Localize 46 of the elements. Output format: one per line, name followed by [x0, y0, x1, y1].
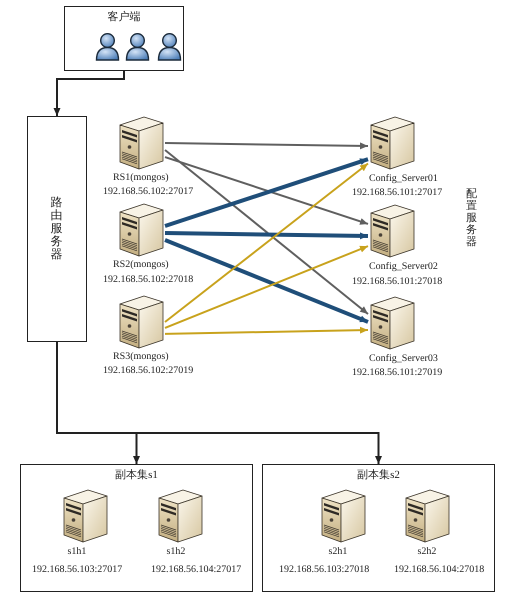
server-icon — [368, 296, 416, 350]
vertical-label: 路由服务器 — [50, 196, 63, 262]
server-name-label: Config_Server03 — [369, 353, 438, 365]
server-icon — [61, 489, 109, 543]
arrow — [164, 326, 368, 335]
ip-address-label: 192.168.56.103:27018 — [279, 564, 370, 576]
arrow — [54, 71, 125, 116]
vertical-label: 配置服务器 — [466, 188, 477, 248]
server-icon — [319, 489, 367, 543]
arrow — [164, 231, 368, 240]
server-name-label: Config_Server01 — [369, 173, 438, 185]
server-icon — [117, 203, 165, 257]
person-icon — [95, 32, 120, 61]
ip-address-label: 192.168.56.101:27017 — [352, 187, 442, 199]
arrow — [164, 142, 368, 150]
server-name-label: s1h1 — [68, 546, 86, 558]
server-icon — [403, 489, 451, 543]
server-icon — [117, 295, 165, 349]
server-name-label: Config_Server02 — [369, 261, 438, 273]
person-icon — [157, 32, 182, 61]
ip-address-label: 192.168.56.102:27019 — [103, 365, 194, 377]
group-box — [262, 464, 495, 592]
box-title: 副本集s1 — [114, 469, 159, 482]
server-name-label: RS2(mongos) — [113, 259, 169, 271]
box-title: 副本集s2 — [356, 469, 401, 482]
server-icon — [368, 116, 416, 170]
ip-address-label: 192.168.56.104:27018 — [394, 564, 484, 576]
server-icon — [368, 204, 416, 258]
server-name-label: RS3(mongos) — [113, 351, 169, 363]
ip-address-label: 192.168.56.102:27017 — [103, 186, 194, 198]
group-box — [64, 6, 184, 71]
server-name-label: s2h2 — [418, 546, 436, 558]
server-name-label: s2h1 — [328, 546, 348, 558]
ip-address-label: 192.168.56.104:27017 — [151, 564, 242, 576]
server-name-label: RS1(mongos) — [113, 172, 169, 184]
server-icon — [156, 489, 204, 543]
ip-address-label: 192.168.56.102:27018 — [103, 274, 194, 286]
ip-address-label: 192.168.56.103:27017 — [32, 564, 122, 576]
ip-address-label: 192.168.56.101:27018 — [352, 276, 442, 288]
server-icon — [117, 116, 165, 170]
server-name-label: s1h2 — [166, 546, 186, 558]
ip-address-label: 192.168.56.101:27019 — [352, 367, 442, 379]
group-box — [20, 464, 253, 592]
process-box — [27, 116, 87, 342]
box-title: 客户端 — [106, 11, 142, 24]
person-icon — [125, 32, 150, 61]
